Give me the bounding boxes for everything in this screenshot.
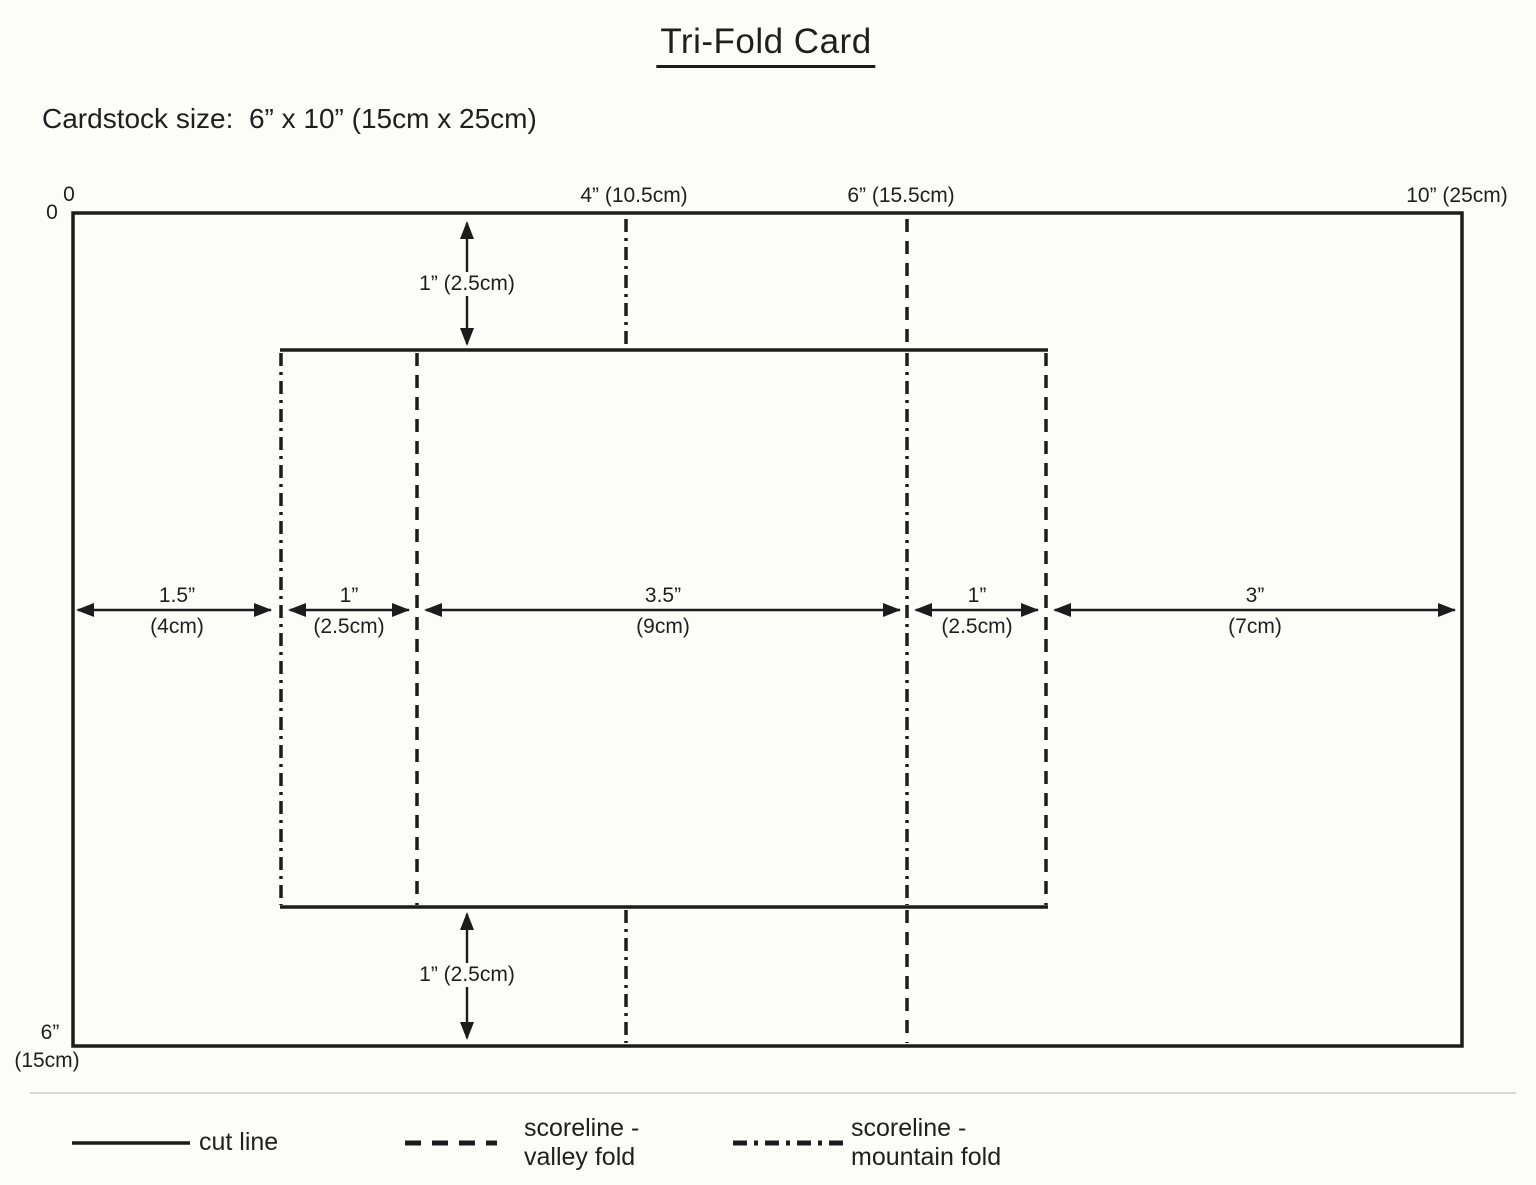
legend-valley-fold-line2: valley fold <box>524 1143 636 1171</box>
ruler-label-top-10in: 10” (25cm) <box>1406 184 1508 207</box>
measure-label-7cm: (7cm) <box>1228 615 1282 638</box>
ruler-label-left-origin: 0 <box>46 201 58 224</box>
legend-valley-fold-line1: scoreline - <box>524 1114 640 1142</box>
ruler-label-left-bottom-cm: (15cm) <box>14 1049 80 1072</box>
measure-label-1in-left: 1” <box>339 584 359 607</box>
ruler-label-top-6in: 6” (15.5cm) <box>847 184 955 207</box>
measure-label-3-5in: 3.5” <box>644 584 682 607</box>
measure-label-2-5cm-left: (2.5cm) <box>313 615 385 638</box>
legend-mountain-fold-label: scoreline - mountain fold <box>851 1114 1001 1172</box>
measure-arrows-horizontal <box>76 603 1456 617</box>
legend-cut-line-label: cut line <box>199 1128 279 1156</box>
cut-line-outer-rect <box>71 211 1464 1048</box>
ruler-label-top-origin: 0 <box>63 183 75 206</box>
measure-label-vertical-bottom: 1” (2.5cm) <box>414 963 520 987</box>
measure-label-vertical-top: 1” (2.5cm) <box>414 272 520 296</box>
measure-label-9cm: (9cm) <box>636 615 690 638</box>
cardstock-size-note: Cardstock size: 6” x 10” (15cm x 25cm) <box>42 103 537 134</box>
measure-label-3in: 3” <box>1245 584 1265 607</box>
measure-label-2-5cm-right: (2.5cm) <box>941 615 1013 638</box>
page-title: Tri-Fold Card <box>656 22 876 68</box>
ruler-label-left-bottom-inches: 6” <box>40 1021 60 1044</box>
legend-mountain-fold-line2: mountain fold <box>851 1143 1002 1171</box>
measure-label-1-5in: 1.5” <box>158 584 196 607</box>
measure-arrows-vertical <box>460 221 474 1040</box>
legend-mountain-fold-line1: scoreline - <box>851 1114 967 1142</box>
legend-valley-fold-label: scoreline - valley fold <box>524 1114 639 1172</box>
measure-label-4cm: (4cm) <box>150 615 204 638</box>
measure-label-1in-right: 1” <box>967 584 987 607</box>
ruler-label-top-4in: 4” (10.5cm) <box>580 184 688 207</box>
